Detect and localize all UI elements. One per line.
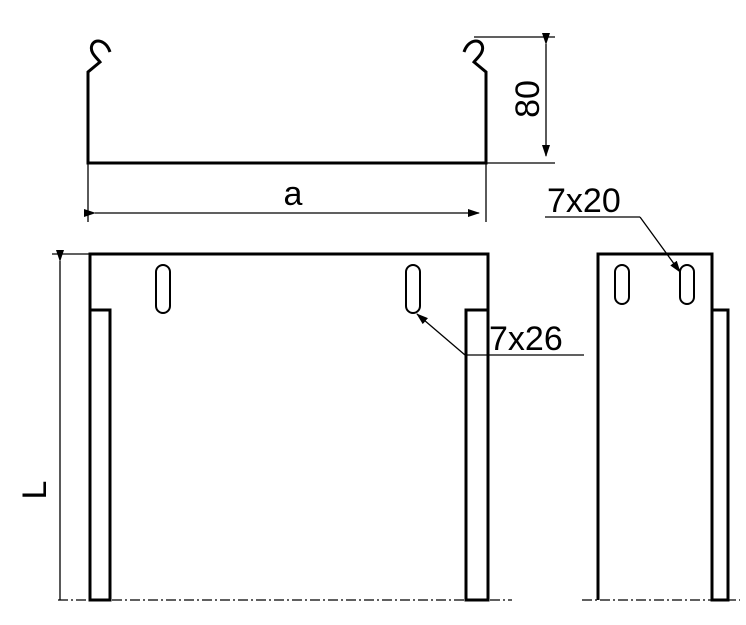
slot-bottom-label: 7x26 (489, 320, 563, 358)
base-plate-outline (88, 252, 490, 312)
left-wall (88, 308, 112, 602)
side-wall-outline (596, 252, 714, 600)
cross-section-view: 80 a (84, 33, 555, 222)
length-label: L (16, 481, 54, 500)
bottom-view: L 7x26 (16, 250, 584, 602)
slot-left (155, 264, 171, 314)
width-label: a (284, 175, 303, 213)
tray-profile (86, 39, 488, 165)
slot-side-label: 7x20 (547, 182, 621, 220)
side-flange (710, 308, 730, 602)
right-wall (464, 308, 490, 602)
height-label: 80 (509, 80, 547, 118)
slot-side-left (614, 264, 630, 305)
slot-right (405, 264, 421, 314)
slot-side-leader (639, 216, 681, 273)
side-view: 7x20 (545, 182, 740, 602)
slot-bottom-leader (416, 313, 466, 356)
slot-side-right (679, 264, 695, 305)
